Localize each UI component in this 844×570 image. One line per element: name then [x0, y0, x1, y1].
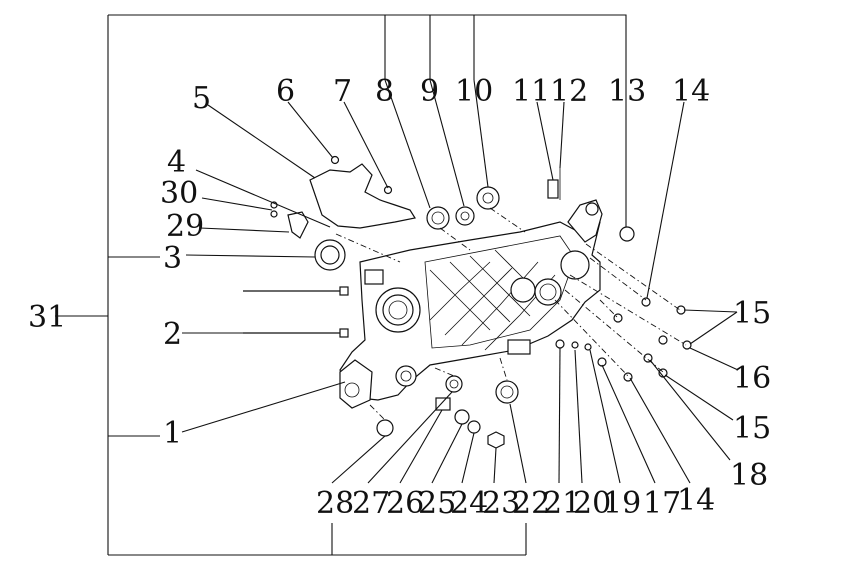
label-29: 29	[166, 209, 204, 244]
label-7: 7	[333, 74, 352, 109]
label-22: 22	[512, 486, 550, 521]
group-bracket	[55, 14, 627, 556]
part-number-labels: 31 1 2 3 29 30 4 5 6 7 8 9 10 11 12 13 1…	[28, 74, 771, 521]
label-17: 17	[643, 486, 681, 521]
assembly-dash-lines	[335, 207, 687, 421]
label-19: 19	[603, 486, 641, 521]
label-28: 28	[316, 486, 354, 521]
label-9: 9	[420, 74, 439, 109]
label-15: 15	[733, 296, 771, 331]
label-1: 1	[163, 416, 182, 451]
label-20: 20	[573, 486, 611, 521]
label-5: 5	[192, 81, 211, 116]
label-15-second: 15	[733, 411, 771, 446]
label-27: 27	[352, 486, 390, 521]
label-14: 14	[672, 74, 710, 109]
label-26: 26	[386, 486, 424, 521]
label-8: 8	[375, 74, 394, 109]
label-23: 23	[482, 486, 520, 521]
label-25: 25	[418, 486, 456, 521]
label-18: 18	[730, 458, 768, 493]
leader-lines	[181, 79, 739, 484]
label-10: 10	[455, 74, 493, 109]
label-14-second: 14	[677, 483, 715, 518]
label-16: 16	[733, 361, 771, 396]
label-21: 21	[543, 486, 581, 521]
crankcase-drawing	[339, 199, 603, 409]
label-11: 11	[512, 74, 550, 109]
label-30: 30	[160, 176, 198, 211]
label-31: 31	[28, 300, 66, 335]
label-12: 12	[550, 74, 588, 109]
label-6: 6	[276, 74, 295, 109]
label-3: 3	[163, 241, 182, 276]
label-4: 4	[167, 145, 186, 180]
label-24: 24	[450, 486, 488, 521]
label-2: 2	[163, 317, 182, 352]
label-13: 13	[608, 74, 646, 109]
